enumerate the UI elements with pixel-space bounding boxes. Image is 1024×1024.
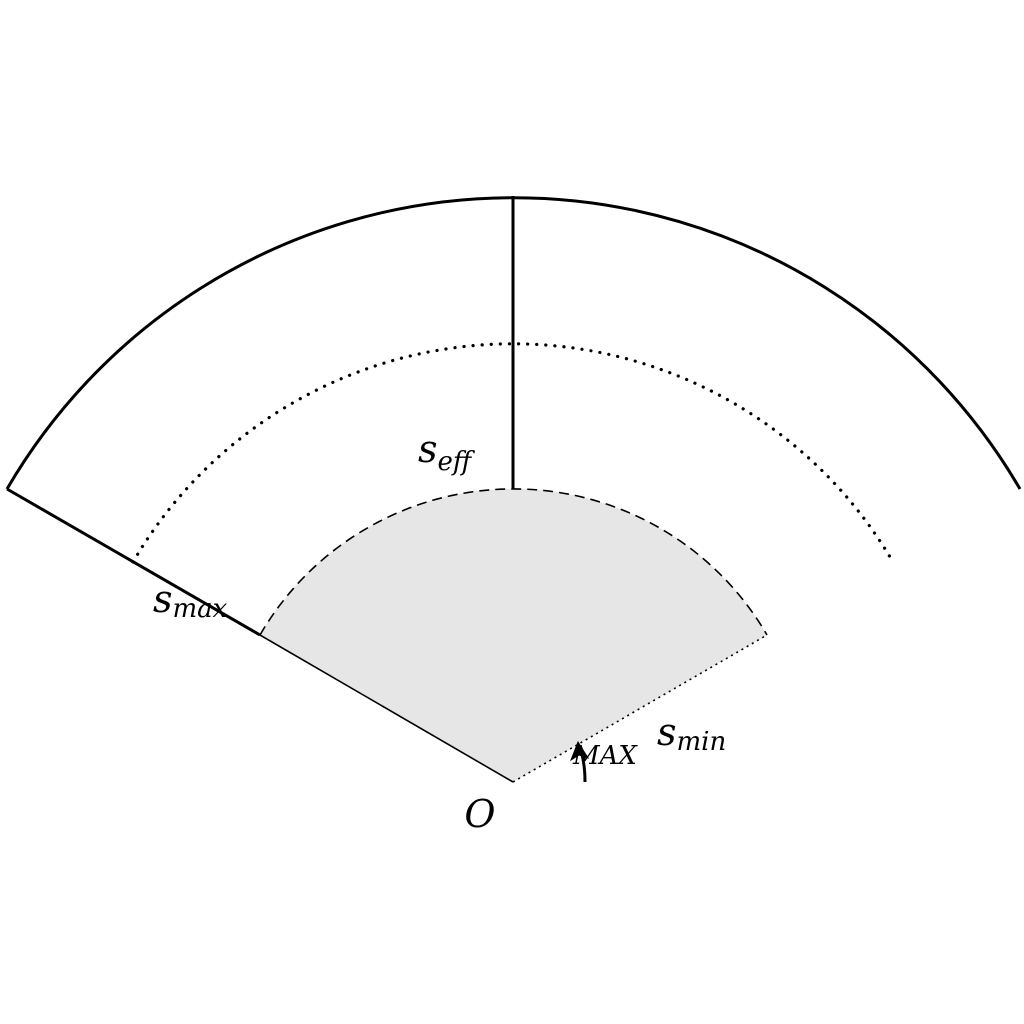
origin-label: O [464,792,495,836]
left-radius-inner [259,634,514,783]
angle-arrowhead [569,740,590,762]
inner-dashed-arc [259,488,768,636]
s-min-label: smin [657,710,726,757]
shaded-sector [260,488,767,782]
right-radius-dotted [512,634,768,783]
angle-label: MAX [572,741,638,771]
s-max-label: smax [153,577,228,624]
left-radius-outer [6,487,261,637]
s-eff-label: seff [418,427,476,477]
